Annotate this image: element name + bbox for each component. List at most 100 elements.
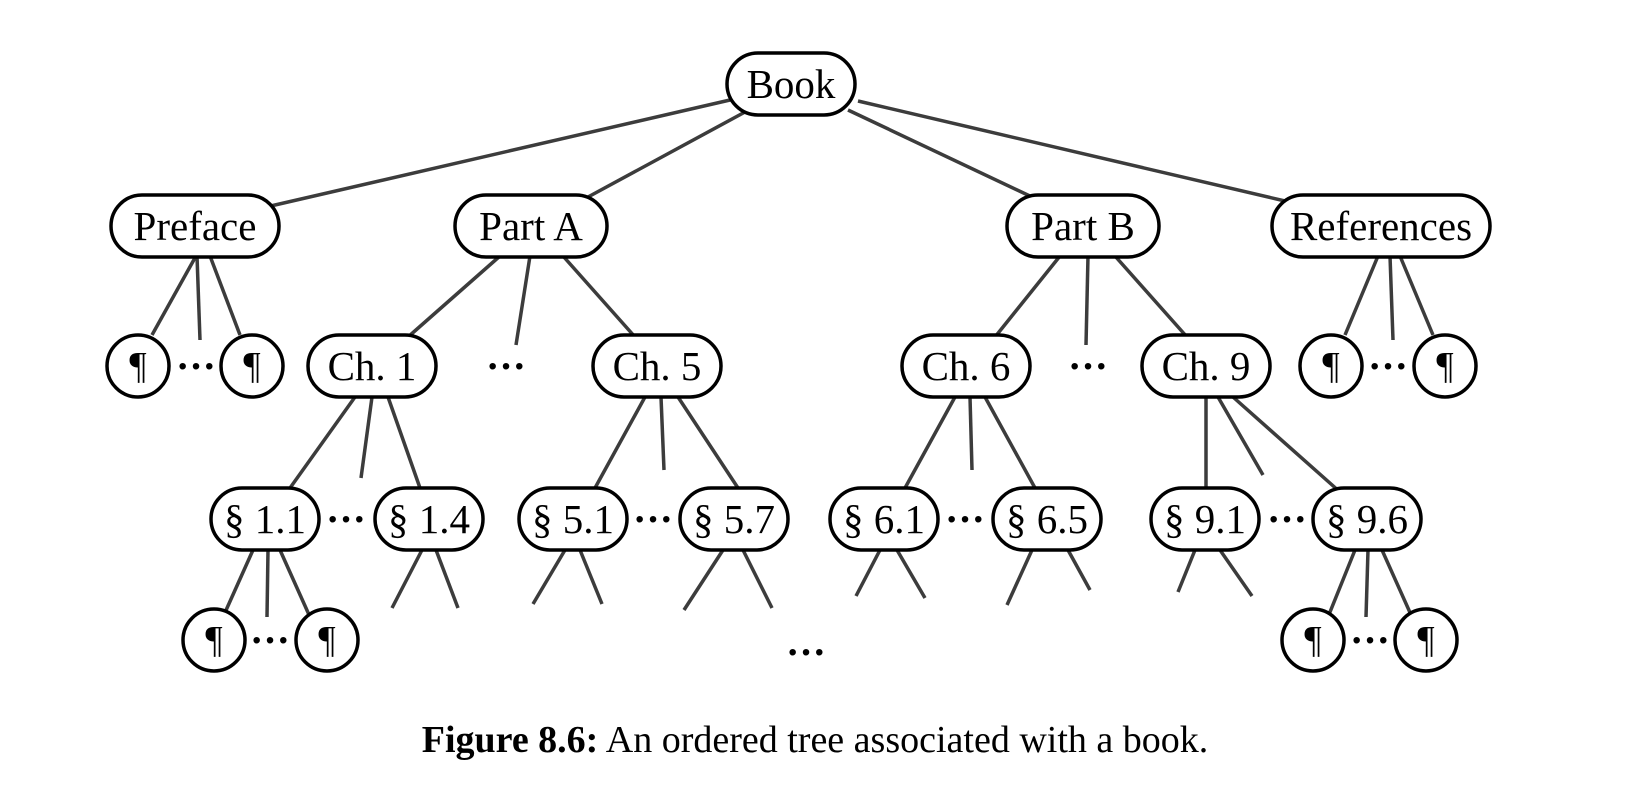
edge-s5-1-stub-right: [578, 549, 604, 605]
node-references-paragraph-2: ¶: [1412, 333, 1478, 399]
ellipsis: ···: [176, 344, 216, 389]
edge-part-a-ch5: [561, 254, 637, 339]
edge-part-a-stub: [514, 255, 532, 346]
edge-ch5-s5-7: [676, 396, 740, 489]
edge-ch9-stub: [1216, 396, 1265, 476]
node-section-1-4-label: § 1.4: [388, 496, 470, 542]
node-section-1-1-paragraph-2: ¶: [294, 607, 360, 673]
edge-book-part-b: [847, 108, 1033, 199]
edge-preface-para-1: [150, 255, 198, 336]
edge-book-part-a: [587, 110, 746, 199]
edge-part-b-ch6: [993, 254, 1062, 339]
edge-book-preface: [261, 98, 731, 210]
edge-s6-1-stub-left: [854, 549, 882, 597]
edge-part-a-ch1: [406, 254, 502, 339]
node-section-5-7: § 5.7: [678, 486, 790, 552]
node-preface-paragraph-1: ¶: [105, 333, 171, 399]
edge-s9-1-stub-right: [1218, 549, 1254, 597]
edge-references-para-1: [1343, 255, 1380, 336]
node-section-5-7-label: § 5.7: [693, 496, 775, 542]
paragraph-symbol: ¶: [243, 345, 260, 387]
node-section-1-1-paragraph-1: ¶: [181, 607, 247, 673]
node-part-a-label: Part A: [479, 203, 583, 249]
node-section-9-6-paragraph-2: ¶: [1393, 607, 1459, 673]
node-section-6-1-label: § 6.1: [843, 496, 925, 542]
node-preface-label: Preface: [134, 203, 257, 249]
node-ch6: Ch. 6: [900, 333, 1032, 399]
node-ch5-label: Ch. 5: [613, 343, 702, 389]
node-section-5-1: § 5.1: [517, 486, 629, 552]
node-book: Book: [725, 51, 857, 117]
paragraph-symbol: ¶: [205, 619, 222, 661]
node-ch6-label: Ch. 6: [922, 343, 1011, 389]
edge-s6-5-stub-left: [1005, 549, 1034, 606]
paragraph-symbol: ¶: [318, 619, 335, 661]
edge-part-b-ch9: [1113, 254, 1189, 339]
node-section-1-1-label: § 1.1: [224, 496, 306, 542]
paragraph-symbol: ¶: [1436, 345, 1453, 387]
edge-ch5-stub: [659, 396, 666, 471]
edge-book-references: [857, 99, 1286, 203]
paragraph-symbol: ¶: [1304, 619, 1321, 661]
ellipsis: ···: [1068, 344, 1108, 389]
edge-s9-6-stub: [1364, 549, 1370, 618]
node-ch9-label: Ch. 9: [1162, 343, 1251, 389]
edge-s6-5-stub-right: [1066, 549, 1092, 591]
node-section-6-5: § 6.5: [991, 486, 1103, 552]
node-section-9-6: § 9.6: [1311, 486, 1423, 552]
ellipsis: ···: [1368, 344, 1408, 389]
node-references-paragraph-1: ¶: [1298, 333, 1364, 399]
figure-caption-label: Figure 8.6:: [421, 719, 599, 761]
node-section-1-1: § 1.1: [209, 486, 321, 552]
node-references: References: [1270, 193, 1492, 259]
edge-s5-1-stub-left: [531, 549, 567, 605]
node-preface-paragraph-2: ¶: [219, 333, 285, 399]
edge-references-stub: [1388, 255, 1395, 341]
edge-ch1-s1-1: [288, 395, 357, 490]
edge-s9-6-para-2: [1380, 549, 1414, 618]
node-references-label: References: [1290, 203, 1472, 249]
edge-s9-1-stub-left: [1176, 549, 1197, 593]
node-section-5-1-label: § 5.1: [532, 496, 614, 542]
node-section-6-1: § 6.1: [828, 486, 940, 552]
node-section-9-1: § 9.1: [1149, 486, 1261, 552]
ellipsis: ···: [250, 618, 290, 663]
node-preface: Preface: [109, 193, 281, 259]
figure-caption: Figure 8.6: An ordered tree associated w…: [0, 718, 1630, 762]
edge-ch1-stub: [359, 396, 374, 479]
node-book-label: Book: [747, 61, 836, 107]
edge-s1-4-stub-right: [434, 549, 460, 609]
edge-s1-1-para-2: [278, 549, 312, 618]
edge-s6-1-stub-right: [895, 549, 927, 599]
edge-ch5-s5-1: [593, 396, 647, 489]
paragraph-symbol: ¶: [1322, 345, 1339, 387]
node-ch1-label: Ch. 1: [328, 343, 417, 389]
edge-s9-6-para-1: [1326, 549, 1357, 618]
ellipsis: ···: [786, 630, 826, 675]
edge-ch6-stub: [968, 396, 974, 471]
figure-caption-text: An ordered tree associated with a book.: [598, 719, 1209, 761]
edge-ch1-s1-4: [386, 396, 422, 489]
ellipsis: ···: [1267, 497, 1307, 542]
node-part-b-label: Part B: [1031, 203, 1135, 249]
edge-ch6-s6-5: [983, 396, 1037, 489]
paragraph-symbol: ¶: [1417, 619, 1434, 661]
node-section-9-6-paragraph-1: ¶: [1280, 607, 1346, 673]
edge-preface-para-2: [208, 255, 242, 336]
node-section-1-4: § 1.4: [373, 486, 485, 552]
ellipsis: ···: [486, 344, 526, 389]
edge-s1-4-stub-left: [390, 549, 424, 609]
node-section-6-5-label: § 6.5: [1006, 496, 1088, 542]
edge-references-para-2: [1398, 255, 1435, 336]
node-ch1: Ch. 1: [306, 333, 438, 399]
edge-preface-stub: [195, 255, 202, 341]
ellipsis: ···: [326, 497, 366, 542]
node-section-9-1-label: § 9.1: [1164, 496, 1246, 542]
ellipsis: ···: [633, 497, 673, 542]
node-section-9-6-label: § 9.6: [1326, 496, 1408, 542]
edge-s5-7-stub-right: [741, 549, 774, 609]
edge-s5-7-stub-left: [682, 549, 725, 611]
paragraph-symbol: ¶: [129, 345, 146, 387]
edge-ch6-s6-1: [903, 396, 957, 489]
